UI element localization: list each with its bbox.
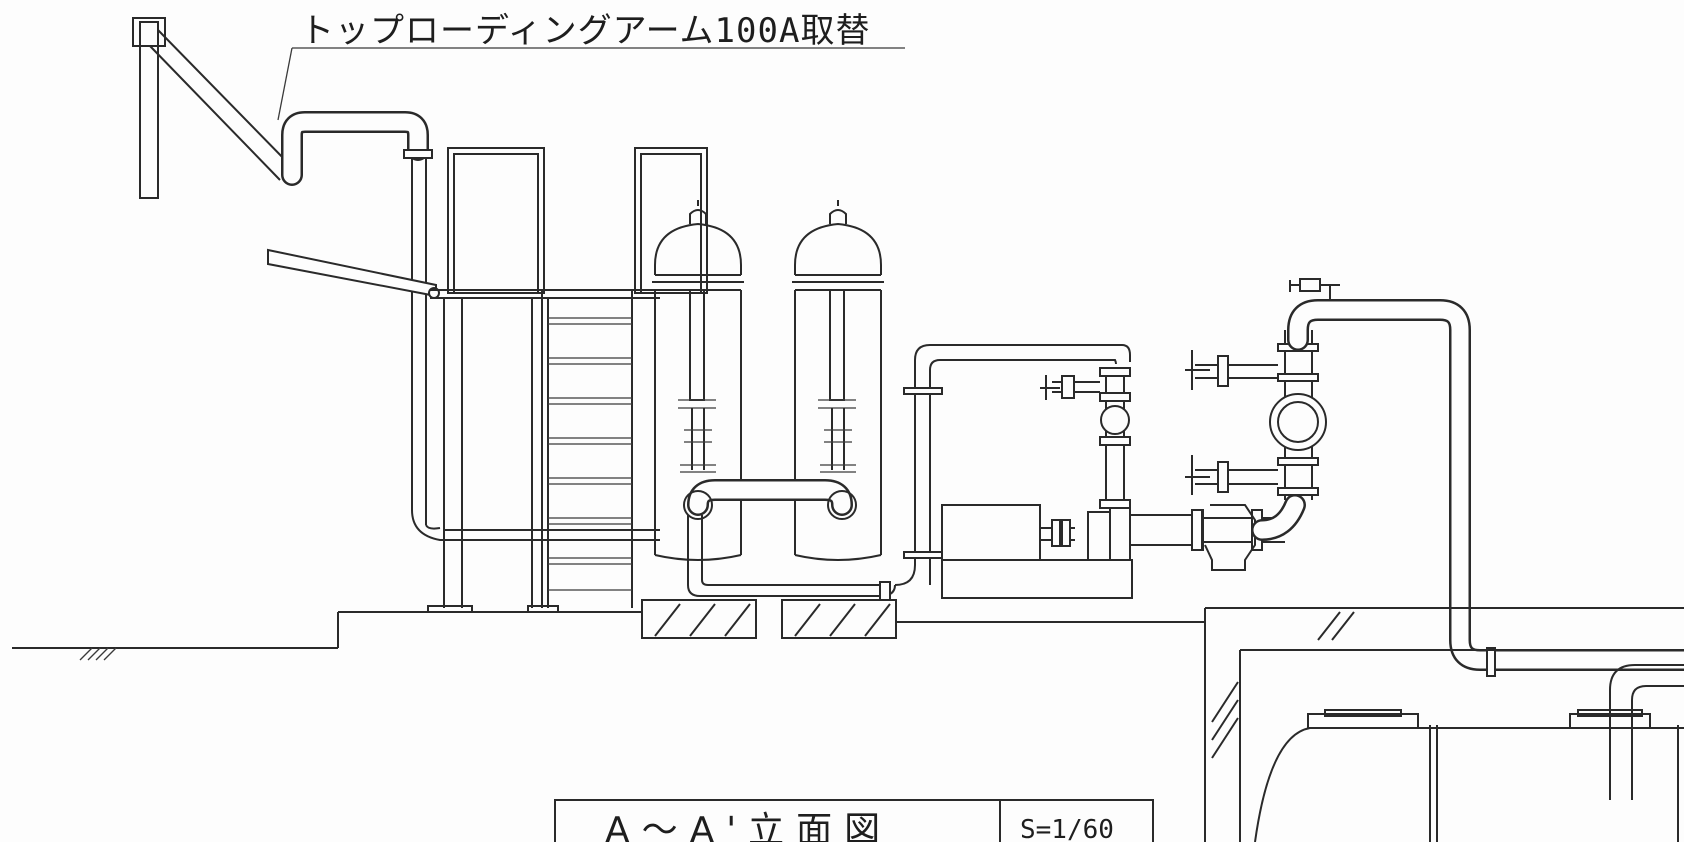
ground: [12, 611, 1205, 661]
pump-discharge-valves: [1040, 367, 1131, 509]
arm-post: [139, 21, 159, 199]
vessel-foundations: [641, 599, 897, 639]
tank-fill-pipe: [1287, 278, 1684, 800]
loading-arm: [132, 17, 433, 199]
vessel-left: [652, 200, 744, 561]
platform-frame: [427, 147, 708, 613]
tank-pit: [1204, 607, 1684, 842]
callout-label: トップローディングアーム100A取替: [300, 11, 870, 51]
drawing-scale: S=1/60: [1020, 815, 1114, 842]
pump: [941, 504, 1204, 599]
arm-boom-upper: [157, 29, 291, 166]
pump-suction-pipe: [879, 344, 1131, 601]
arm-flange: [403, 149, 433, 159]
callout-leader: [277, 47, 293, 121]
callout: トップローディングアーム100A取替: [277, 11, 905, 121]
vessel-header-pipe: [683, 479, 896, 597]
platform-bar: [267, 248, 440, 299]
title-block: A～A'立面図 S=1/60: [554, 799, 1154, 842]
vessel-right: [792, 200, 884, 561]
drawing-title: A～A'立面図: [605, 810, 892, 842]
arm-pivot: [132, 17, 166, 47]
riser-pipe: [411, 158, 445, 541]
discharge-strainer: [1191, 494, 1306, 571]
flow-meter: [1185, 330, 1327, 500]
arm-boom-lower: [149, 45, 281, 181]
